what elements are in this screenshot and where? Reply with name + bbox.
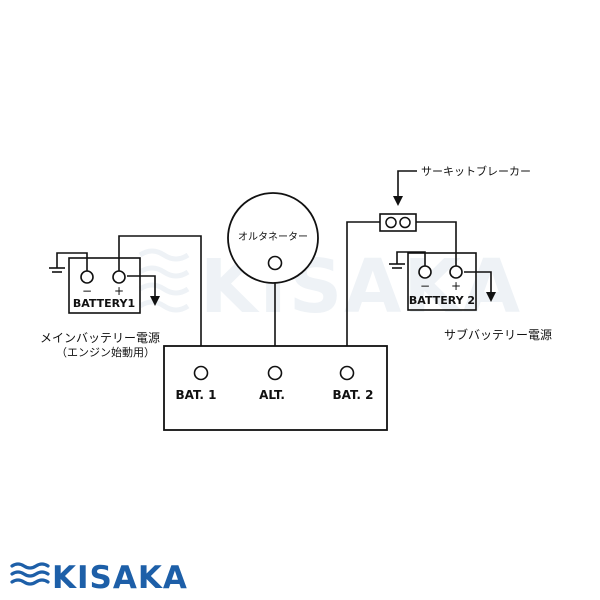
battery-1-plus-terminal — [112, 270, 126, 284]
brand-logo: KISAKA — [10, 560, 188, 596]
battery-1-minus-terminal — [80, 270, 94, 284]
brand-name: KISAKA — [52, 560, 188, 596]
alternator: オルタネーター — [227, 192, 319, 284]
battery-2-label: BATTERY 2 — [409, 294, 475, 307]
wire-bat1-ground — [56, 252, 88, 272]
alternator-label: オルタネーター — [238, 231, 308, 243]
wire-bat1-to-isolator — [118, 235, 202, 366]
isolator-terminal-bat2 — [339, 365, 355, 381]
bat1-load-arrow-icon — [150, 296, 160, 306]
battery-1-label: BATTERY1 — [73, 297, 135, 310]
isolator-terminal-bat2-label: BAT. 2 — [333, 388, 374, 402]
wire-bat1-load — [127, 275, 156, 296]
isolator-box: BAT. 1 ALT. BAT. 2 — [163, 345, 388, 431]
battery-1-caption: メインバッテリー電源 — [40, 331, 160, 345]
battery-2-plus-terminal — [449, 265, 463, 279]
battery-2: − + BATTERY 2 — [407, 252, 477, 311]
battery-2-minus-terminal — [418, 265, 432, 279]
isolator-terminal-bat1-label: BAT. 1 — [176, 388, 217, 402]
alternator-terminal — [267, 255, 283, 271]
battery-2-caption: サブバッテリー電源 — [444, 327, 552, 342]
ground-symbol-2 — [389, 263, 405, 269]
ground-symbol-1 — [49, 267, 65, 273]
wire-isolator-to-breaker — [346, 221, 380, 366]
isolator-terminal-alt — [267, 365, 283, 381]
battery-2-minus-label: − — [420, 279, 430, 293]
wire-bat2-load — [464, 271, 492, 292]
bat2-load-arrow-icon — [486, 292, 496, 302]
circuit-breaker-label: サーキットブレーカー — [421, 164, 531, 178]
breaker-pointer-line — [397, 170, 417, 196]
watermark: KISAKA — [138, 244, 520, 330]
arrowheads — [150, 196, 496, 306]
battery-1: − + BATTERY1 — [68, 257, 141, 314]
battery-1-caption-note: （エンジン始動用） — [56, 345, 155, 359]
circuit-breaker: サーキットブレーカー — [379, 164, 531, 232]
brand-wave-icon — [10, 562, 50, 586]
breaker-pointer-arrow-icon — [393, 196, 403, 206]
wire-breaker-to-bat2 — [416, 221, 457, 266]
battery-1-minus-label: − — [82, 284, 92, 298]
wire-bat2-ground — [396, 251, 426, 266]
battery-1-plus-label: + — [114, 284, 124, 298]
isolator-terminal-bat1 — [193, 365, 209, 381]
isolator-terminal-alt-label: ALT. — [259, 388, 285, 402]
watermark-wave-icon — [138, 248, 190, 313]
battery-2-plus-label: + — [451, 279, 461, 293]
